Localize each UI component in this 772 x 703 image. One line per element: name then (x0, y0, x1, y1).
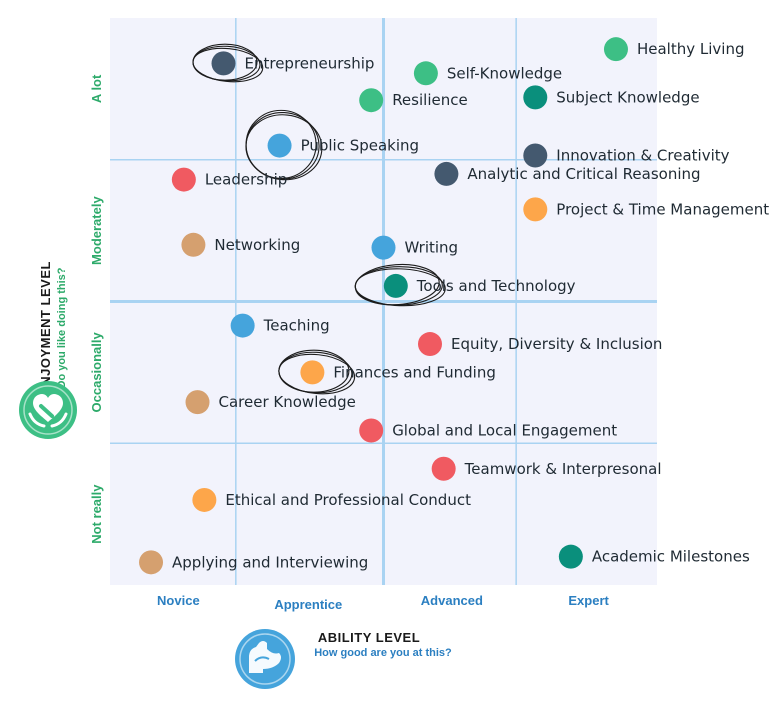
heart-hands-icon (19, 381, 77, 439)
data-point-label: Writing (405, 239, 459, 257)
data-point: Global and Local Engagement (359, 418, 617, 443)
data-point-label: Subject Knowledge (556, 88, 699, 106)
data-point-marker (211, 51, 236, 76)
data-point-marker (171, 167, 196, 192)
data-point: Analytic and Critical Reasoning (434, 161, 701, 186)
data-point-marker (181, 232, 206, 257)
y-axis-subtitle: Do you like doing this? (56, 267, 68, 388)
y-category-label: A lot (89, 74, 104, 103)
data-point-marker (371, 235, 396, 260)
data-point-marker (230, 313, 255, 338)
y-category-label: Not really (89, 484, 104, 544)
data-point-marker (359, 88, 384, 113)
data-point: Ethical and Professional Conduct (192, 487, 471, 512)
data-point-marker (558, 544, 583, 569)
data-point-label: Global and Local Engagement (392, 421, 617, 439)
y-category-label: Moderately (89, 196, 104, 265)
data-point: Project & Time Management (523, 197, 769, 222)
data-point-marker (267, 133, 292, 158)
data-point-label: Public Speaking (301, 137, 420, 155)
data-point: Writing (371, 235, 459, 260)
data-point: Resilience (359, 88, 468, 113)
data-point: Academic Milestones (558, 544, 750, 569)
data-point-label: Teamwork & Interpresonal (464, 460, 662, 478)
x-category-labels: Novice Apprentice Advanced Expert (157, 593, 609, 612)
highlight-ring (192, 47, 264, 83)
data-point: Entrepreneurship (211, 51, 375, 76)
data-point-marker (603, 37, 628, 62)
data-point-marker (523, 143, 548, 168)
data-point-label: Resilience (392, 91, 468, 109)
x-axis-title: ABILITY LEVEL (318, 630, 420, 645)
data-point-label: Networking (214, 236, 300, 254)
x-category-label: Expert (568, 593, 609, 608)
data-point-label: Teaching (263, 317, 330, 335)
data-point-label: Ethical and Professional Conduct (225, 491, 471, 509)
data-point: Networking (181, 232, 300, 257)
x-category-label: Advanced (421, 593, 483, 608)
data-point-label: Applying and Interviewing (172, 553, 368, 571)
data-point-label: Analytic and Critical Reasoning (467, 165, 700, 183)
data-point: Leadership (171, 167, 287, 192)
data-point: Innovation & Creativity (523, 143, 730, 168)
data-point: Subject Knowledge (523, 85, 700, 110)
data-point-label: Healthy Living (637, 40, 745, 58)
data-point-marker (359, 418, 384, 443)
data-point-label: Career Knowledge (219, 393, 356, 411)
data-point-marker (192, 487, 217, 512)
data-point-marker (434, 161, 459, 186)
highlight-ring (245, 114, 323, 181)
data-point-label: Innovation & Creativity (556, 146, 729, 164)
data-point: Tools and Technology (383, 273, 576, 298)
data-point-label: Tools and Technology (416, 277, 576, 295)
x-axis-subtitle: How good are you at this? (314, 647, 452, 659)
data-point-label: Leadership (205, 171, 287, 189)
data-point-label: Self-Knowledge (447, 64, 562, 82)
highlight-ring (278, 353, 356, 395)
y-axis-title-group: ENJOYMENT LEVEL Do you like doing this? (38, 261, 68, 395)
data-point-label: Equity, Diversity & Inclusion (451, 335, 662, 353)
y-category-label: Occasionally (89, 332, 104, 413)
data-point-marker (300, 360, 325, 385)
data-point: Career Knowledge (185, 390, 356, 415)
data-point-marker (523, 85, 548, 110)
y-axis-title: ENJOYMENT LEVEL (38, 261, 53, 395)
x-category-label: Apprentice (274, 597, 342, 612)
y-category-labels: Not really Occasionally Moderately A lot (89, 74, 104, 544)
data-point-label: Academic Milestones (592, 548, 750, 566)
circled-highlights (192, 43, 446, 395)
data-point: Applying and Interviewing (139, 550, 368, 575)
data-point: Equity, Diversity & Inclusion (417, 332, 662, 357)
grid-lines (110, 18, 657, 585)
data-point-marker (383, 273, 408, 298)
data-point-marker (417, 332, 442, 357)
data-point-marker (413, 61, 438, 86)
data-point-label: Finances and Funding (333, 363, 496, 381)
data-point: Teamwork & Interpresonal (431, 456, 662, 481)
data-point-label: Project & Time Management (556, 200, 769, 218)
data-points: Healthy LivingEntrepreneurshipSelf-Knowl… (139, 37, 769, 575)
data-point-marker (185, 390, 210, 415)
data-point-label: Entrepreneurship (245, 54, 375, 72)
data-point-marker (431, 456, 456, 481)
highlight-ring (354, 268, 446, 307)
data-point: Teaching (230, 313, 330, 338)
flexed-arm-icon (235, 629, 295, 689)
data-point: Healthy Living (603, 37, 745, 62)
data-point: Public Speaking (267, 133, 420, 158)
data-point-marker (523, 197, 548, 222)
data-point-marker (139, 550, 164, 575)
x-category-label: Novice (157, 593, 200, 608)
data-point: Self-Knowledge (413, 61, 562, 86)
data-point: Finances and Funding (300, 360, 496, 385)
